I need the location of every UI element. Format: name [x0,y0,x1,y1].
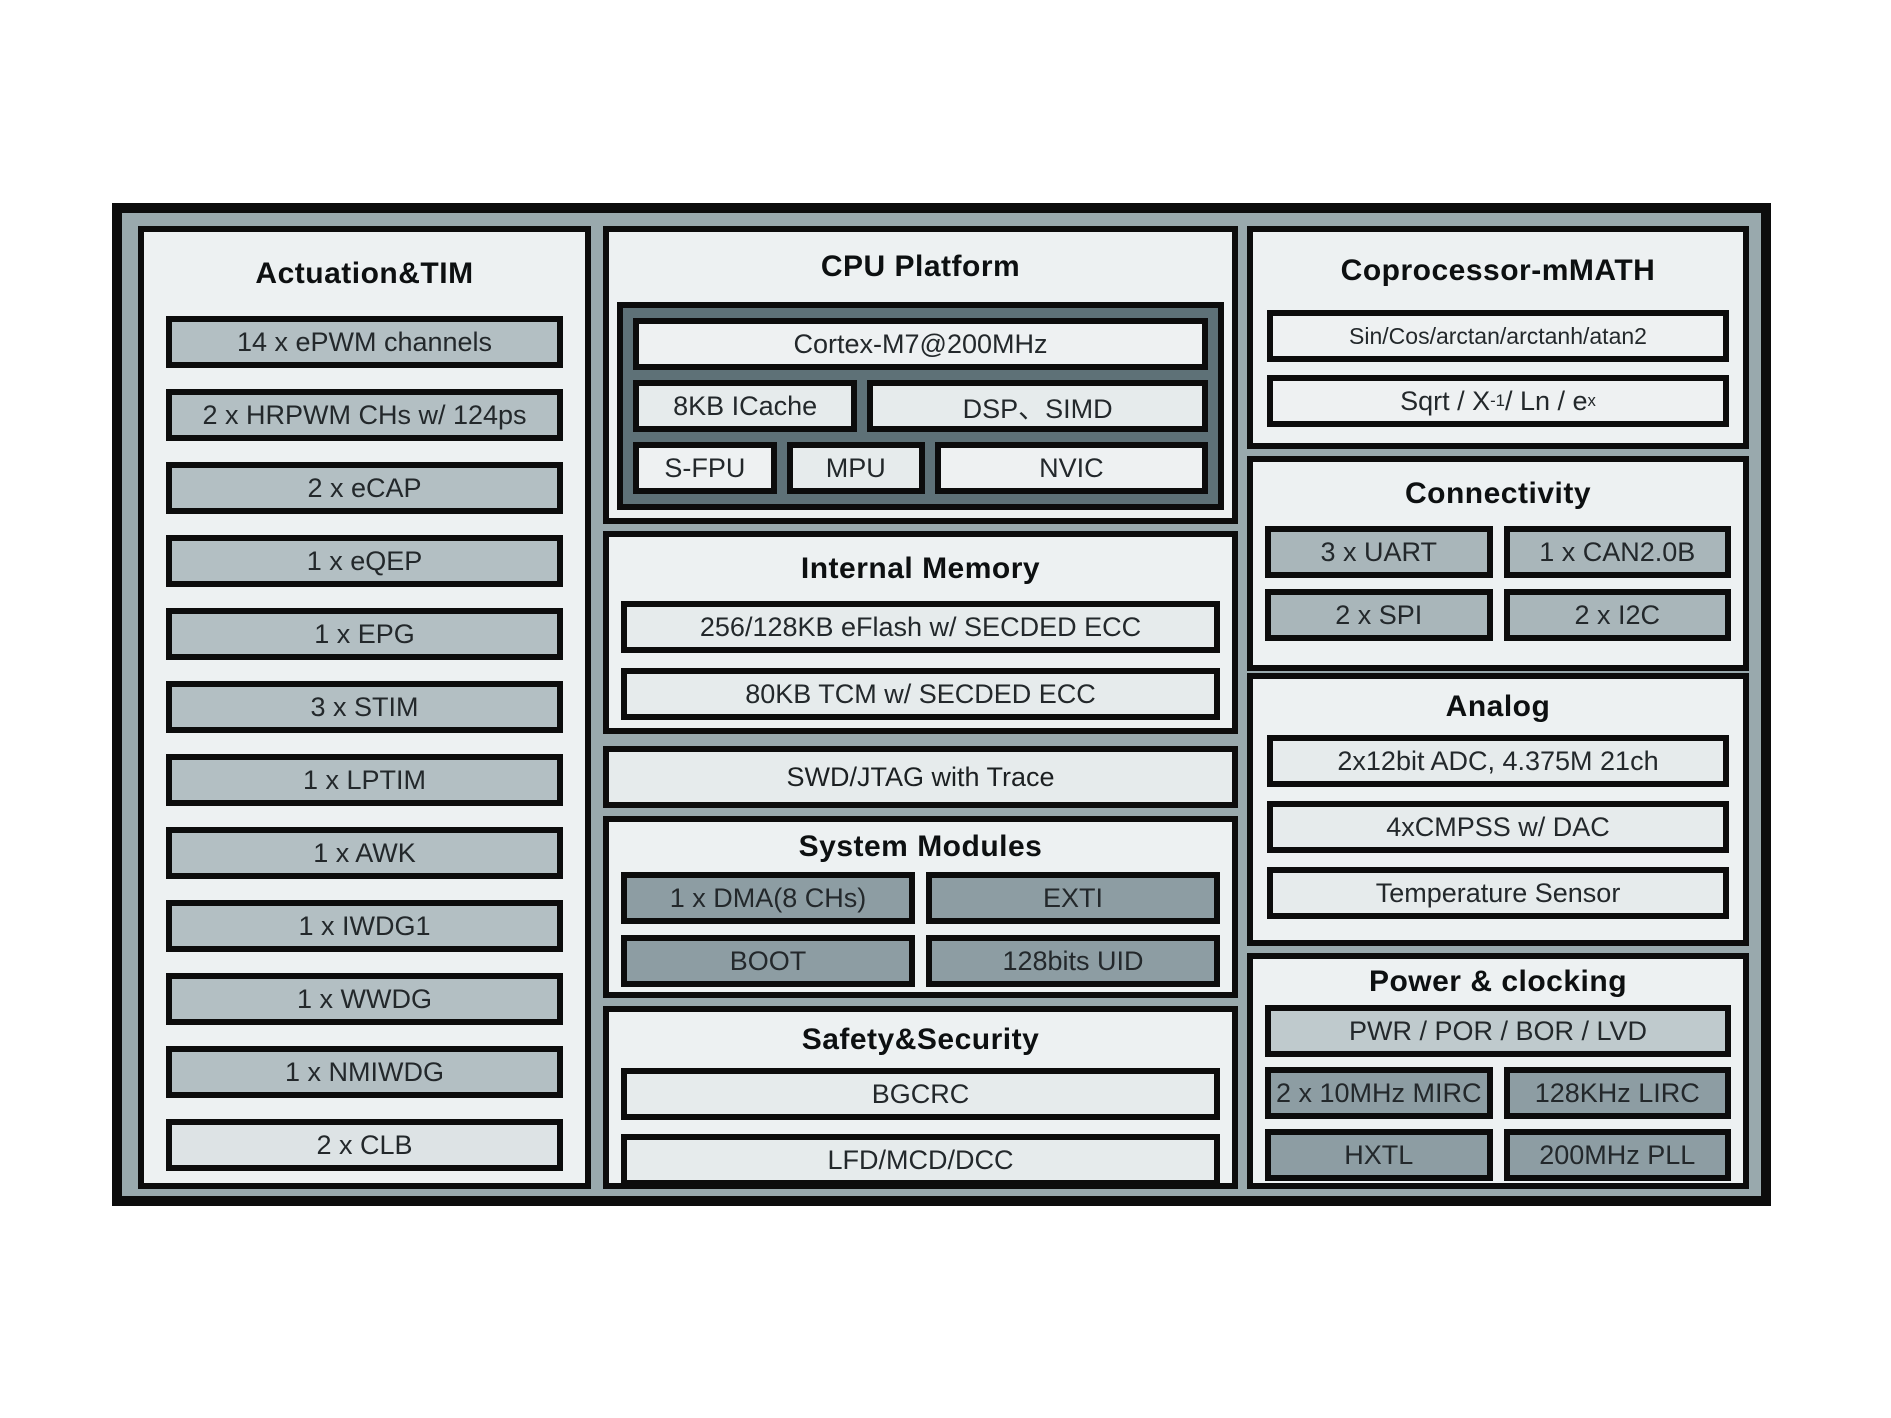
block-ecap: 2 x eCAP [166,462,563,514]
block-can: 1 x CAN2.0B [1503,526,1731,578]
block-dma: 1 x DMA(8 CHs) [621,872,915,924]
cpu-core-container: Cortex-M7@200MHz 8KB ICache DSP、SIMD S-F… [617,302,1224,510]
block-uart: 3 x UART [1265,526,1493,578]
panel-analog: Analog 2x12bit ADC, 4.375M 21ch 4xCMPSS … [1247,673,1749,946]
panel-power-clocking: Power & clocking PWR / POR / BOR / LVD 2… [1247,953,1749,1189]
block-lptim: 1 x LPTIM [166,754,563,806]
block-cmpss: 4xCMPSS w/ DAC [1267,801,1729,853]
block-spi: 2 x SPI [1265,589,1493,641]
block-hxtl: HXTL [1265,1129,1493,1181]
block-awk: 1 x AWK [166,827,563,879]
block-pwr-por-bor-lvd: PWR / POR / BOR / LVD [1265,1005,1731,1057]
panel-title: Analog [1445,690,1551,723]
panel-internal-memory: Internal Memory 256/128KB eFlash w/ SECD… [603,531,1238,734]
block-epwm-channels: 14 x ePWM channels [166,316,563,368]
block-bgcrc: BGCRC [621,1068,1220,1120]
block-nmiwdg: 1 x NMIWDG [166,1046,563,1098]
panel-title: System Modules [798,830,1043,863]
panel-system-modules: System Modules 1 x DMA(8 CHs) EXTI BOOT … [603,816,1238,998]
block-nvic: NVIC [934,442,1208,494]
panel-cpu-platform: CPU Platform Cortex-M7@200MHz 8KB ICache… [603,226,1238,524]
block-eqep: 1 x eQEP [166,535,563,587]
panel-actuation-tim: Actuation&TIM 14 x ePWM channels 2 x HRP… [138,226,591,1189]
block-sfpu: S-FPU [633,442,777,494]
block-lfd-mcd-dcc: LFD/MCD/DCC [621,1134,1220,1186]
block-mpu: MPU [786,442,925,494]
panel-coprocessor-mmath: Coprocessor-mMATH Sin/Cos/arctan/arctanh… [1247,226,1749,449]
panel-title: Safety&Security [801,1023,1040,1056]
block-epg: 1 x EPG [166,608,563,660]
block-tcm: 80KB TCM w/ SECDED ECC [621,668,1220,720]
panel-title: Power & clocking [1368,965,1628,998]
block-exti: EXTI [926,872,1220,924]
block-wwdg: 1 x WWDG [166,973,563,1025]
block-iwdg1: 1 x IWDG1 [166,900,563,952]
block-pll: 200MHz PLL [1503,1129,1731,1181]
panel-title: Actuation&TIM [255,257,474,290]
block-trig-functions: Sin/Cos/arctan/arctanh/atan2 [1267,310,1729,362]
chip-outline: Actuation&TIM 14 x ePWM channels 2 x HRP… [112,203,1771,1206]
block-swd-jtag: SWD/JTAG with Trace [603,746,1238,808]
math-expr-base: / Ln / e [1504,385,1588,416]
block-cortex-m7: Cortex-M7@200MHz [633,318,1208,370]
panel-connectivity: Connectivity 3 x UART 1 x CAN2.0B 2 x SP… [1247,456,1749,671]
block-dsp-simd: DSP、SIMD [867,380,1208,432]
block-hrpwm: 2 x HRPWM CHs w/ 124ps [166,389,563,441]
block-icache: 8KB ICache [633,380,858,432]
panel-title: Coprocessor-mMATH [1340,254,1656,287]
block-lirc: 128KHz LIRC [1503,1067,1731,1119]
math-expr-base: Sqrt / X [1400,385,1491,416]
block-temp-sensor: Temperature Sensor [1267,867,1729,919]
panel-title: Internal Memory [800,552,1041,585]
block-eflash: 256/128KB eFlash w/ SECDED ECC [621,601,1220,653]
block-stim: 3 x STIM [166,681,563,733]
panel-title: CPU Platform [820,250,1021,283]
block-adc: 2x12bit ADC, 4.375M 21ch [1267,735,1729,787]
panel-title: Connectivity [1404,477,1592,510]
block-mirc: 2 x 10MHz MIRC [1265,1067,1493,1119]
block-i2c: 2 x I2C [1503,589,1731,641]
block-uid: 128bits UID [926,935,1220,987]
block-boot: BOOT [621,935,915,987]
block-clb: 2 x CLB [166,1119,563,1171]
panel-safety-security: Safety&Security BGCRC LFD/MCD/DCC [603,1006,1238,1189]
